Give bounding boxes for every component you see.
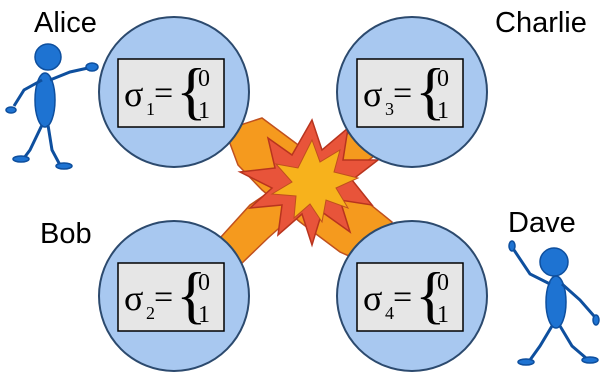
state-box <box>356 58 464 128</box>
participant-name-dave: Dave <box>508 207 576 239</box>
participant-name-bob: Bob <box>40 218 92 250</box>
value-0: 0 <box>437 270 449 296</box>
sigma-symbol: σ <box>363 74 382 114</box>
sigma-subscript: 3 <box>385 99 394 119</box>
sigma-symbol: σ <box>363 278 382 318</box>
value-1: 1 <box>198 98 210 124</box>
sigma-subscript: 4 <box>385 303 394 323</box>
node-charlie: σ 3 = { 0 1 <box>336 16 488 168</box>
stick-figure-icon <box>508 240 600 366</box>
value-1: 1 <box>198 302 210 328</box>
value-0: 0 <box>198 270 210 296</box>
brace: { <box>176 259 207 330</box>
equals-sign: = <box>154 75 173 112</box>
state-box <box>356 262 464 332</box>
sigma-subscript: 1 <box>146 99 155 119</box>
participant-name-charlie: Charlie <box>495 7 587 39</box>
brace: { <box>415 259 446 330</box>
brace: { <box>415 55 446 126</box>
brace: { <box>176 55 207 126</box>
value-1: 1 <box>437 98 449 124</box>
stick-figure-icon <box>5 43 99 170</box>
burst-star-inner <box>270 138 360 224</box>
value-1: 1 <box>437 302 449 328</box>
node-bob: σ 2 = { 0 1 <box>98 220 250 372</box>
value-0: 0 <box>437 66 449 92</box>
value-0: 0 <box>198 66 210 92</box>
participant-name-alice: Alice <box>34 7 97 39</box>
node-dave: σ 4 = { 0 1 <box>336 220 488 372</box>
equals-sign: = <box>393 75 412 112</box>
sigma-symbol: σ <box>124 278 143 318</box>
sigma-symbol: σ <box>124 74 143 114</box>
sigma-subscript: 2 <box>146 303 155 323</box>
state-box <box>117 58 225 128</box>
state-box <box>117 262 225 332</box>
equals-sign: = <box>393 279 412 316</box>
equals-sign: = <box>154 279 173 316</box>
explosion-burst-icon <box>219 116 393 270</box>
node-alice: σ 1 = { 0 1 <box>98 16 250 168</box>
